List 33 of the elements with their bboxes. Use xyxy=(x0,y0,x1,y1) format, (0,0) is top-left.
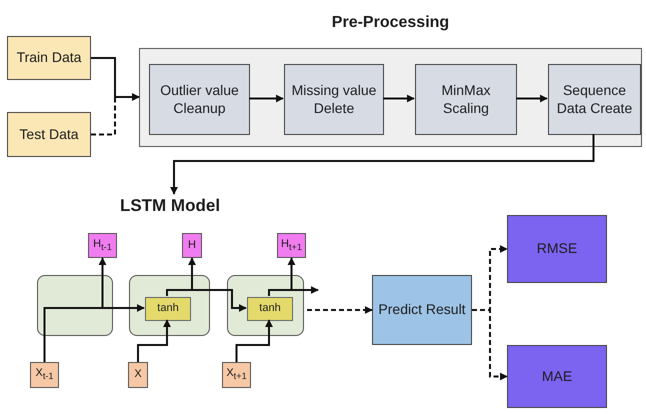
input-box: X xyxy=(128,362,148,388)
arrow xyxy=(236,319,273,362)
process-box: Outlier value Cleanup xyxy=(149,64,250,135)
process-box: Missing value Delete xyxy=(284,64,384,135)
tanh-box: tanh xyxy=(145,297,191,321)
arrow xyxy=(249,94,284,102)
input-box: X$_{t+1}$ xyxy=(222,362,251,388)
dashed-arrow xyxy=(91,93,140,136)
data-box: Train Data xyxy=(7,36,91,80)
process-box: MinMax Scaling xyxy=(415,64,517,135)
metric-box: MAE xyxy=(507,345,607,408)
arrow xyxy=(383,94,415,102)
lstm-cell xyxy=(227,275,304,336)
process-box: Sequence Data Create xyxy=(548,64,641,135)
section-title: LSTM Model xyxy=(115,194,225,218)
output-box: H$_{t+1}$ xyxy=(277,233,306,258)
metric-box: RMSE xyxy=(507,215,607,283)
group-title: Pre-Processing xyxy=(330,13,450,33)
arrow xyxy=(91,57,140,101)
arrow xyxy=(113,304,145,312)
dashed-arrow xyxy=(307,306,373,314)
output-box: H xyxy=(182,233,202,258)
data-box: Test Data xyxy=(7,112,91,157)
input-box: X$_{t-1}$ xyxy=(30,362,59,388)
tanh-box: tanh xyxy=(247,297,293,321)
output-box: H$_{t-1}$ xyxy=(88,233,117,258)
result-box: Predict Result xyxy=(372,275,472,345)
dashed-arrow xyxy=(472,309,508,380)
arrow xyxy=(98,257,106,275)
arrow xyxy=(516,94,548,102)
arrow xyxy=(137,319,171,362)
arrow xyxy=(170,134,594,195)
lstm-cell xyxy=(129,275,210,336)
